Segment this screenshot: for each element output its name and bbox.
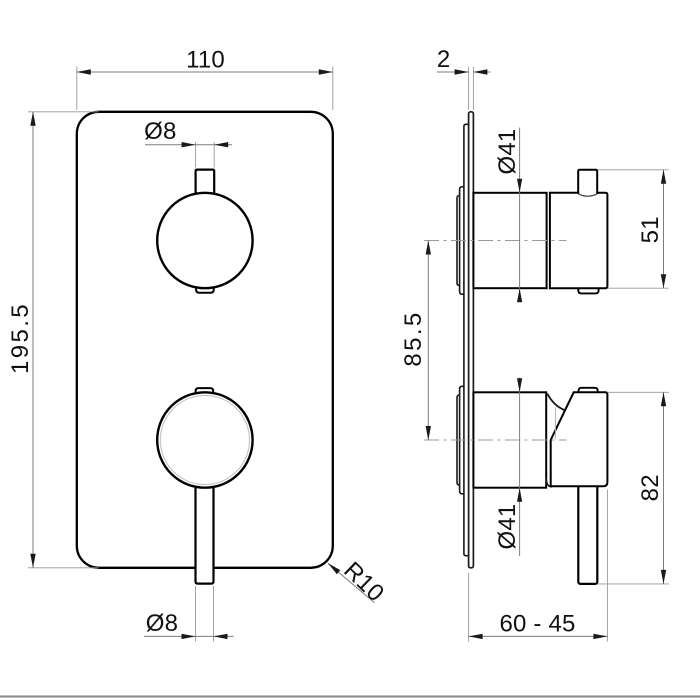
dim-top-knob-diameter: Ø41 bbox=[494, 127, 523, 303]
front-bottom-knob-circle bbox=[155, 391, 254, 489]
dim-lever-knob-extent: 82 bbox=[597, 391, 669, 585]
side-top-knob-cap bbox=[548, 191, 609, 290]
side-view bbox=[456, 110, 609, 585]
dim-label-top-knob-height: 51 bbox=[637, 216, 664, 243]
front-top-knob bbox=[155, 168, 254, 294]
side-top-knob-stem-base-arc bbox=[577, 193, 598, 197]
dim-label-top-stem-diameter: Ø8 bbox=[144, 118, 176, 145]
front-bottom-knob bbox=[155, 387, 254, 585]
dim-label-knob-axis-distance: 85.5 bbox=[400, 310, 427, 366]
front-view bbox=[75, 110, 334, 585]
dim-plate-height: 195.5 bbox=[7, 111, 99, 569]
dim-label-plate-height: 195.5 bbox=[7, 302, 34, 374]
dim-label-corner-radius: R10 bbox=[338, 557, 389, 607]
side-bottom-knob-hub bbox=[549, 391, 609, 488]
side-bottom-knob bbox=[472, 386, 609, 585]
dim-installation-depth: 60 - 45 bbox=[468, 489, 608, 642]
side-plate bbox=[467, 110, 475, 569]
front-top-knob-stem bbox=[194, 168, 216, 196]
dim-top-knob-height: 51 bbox=[597, 169, 669, 289]
dim-plate-thickness: 2 bbox=[436, 46, 491, 110]
dim-label-bottom-knob-diameter: Ø41 bbox=[494, 504, 521, 550]
dim-label-plate-thickness: 2 bbox=[437, 46, 451, 73]
side-bottom-knob-hub-fillet bbox=[546, 393, 565, 411]
dim-label-plate-width: 110 bbox=[186, 47, 225, 74]
front-bottom-knob-chamfer bbox=[159, 394, 251, 486]
side-top-knob-stem bbox=[577, 168, 599, 194]
dim-corner-radius: R10 bbox=[327, 557, 389, 607]
dim-top-stem-diameter: Ø8 bbox=[144, 118, 232, 168]
dim-plate-width: 110 bbox=[76, 47, 334, 110]
side-lever bbox=[577, 470, 599, 585]
dim-label-installation-depth: 60 - 45 bbox=[499, 611, 575, 638]
side-top-knob bbox=[472, 168, 609, 295]
footer-rule bbox=[0, 695, 700, 698]
front-top-knob-circle bbox=[155, 191, 254, 290]
dim-label-top-knob-diameter: Ø41 bbox=[494, 129, 521, 175]
dim-label-bottom-lever-diameter: Ø8 bbox=[146, 610, 178, 637]
dim-knob-axis-distance: 85.5 bbox=[400, 240, 431, 440]
dim-bottom-lever-diameter: Ø8 bbox=[144, 585, 234, 642]
dim-bottom-knob-diameter: Ø41 bbox=[494, 377, 523, 556]
dim-label-lever-knob-extent: 82 bbox=[637, 474, 664, 501]
